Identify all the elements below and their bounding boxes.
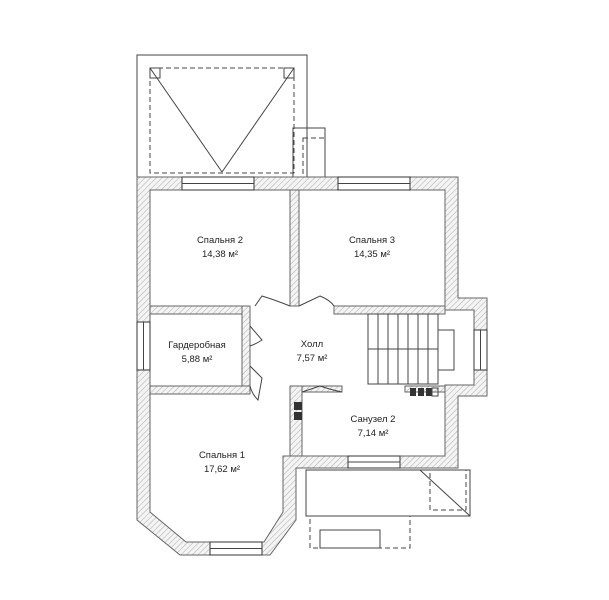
top-canopy bbox=[136, 54, 326, 179]
bedroom3-area: 14,35 м² bbox=[354, 249, 390, 260]
bedroom2-area: 14,38 м² bbox=[202, 249, 238, 260]
terrace bbox=[305, 469, 471, 549]
interior-walls bbox=[149, 189, 446, 457]
room-label-bedroom1: Спальня 1 17,62 м² bbox=[199, 450, 245, 475]
room-label-hall: Холл 7,57 м² bbox=[297, 339, 328, 364]
room-label-bedroom3: Спальня 3 14,35 м² bbox=[349, 235, 395, 260]
wardrobe-name: Гардеробная bbox=[168, 340, 225, 351]
wardrobe-area: 5,88 м² bbox=[182, 354, 213, 365]
windows bbox=[136, 176, 488, 556]
bedroom1-name: Спальня 1 bbox=[199, 450, 245, 461]
bathroom2-name: Санузел 2 bbox=[351, 414, 396, 425]
bedroom1-area: 17,62 м² bbox=[204, 464, 240, 475]
bedroom3-name: Спальня 3 bbox=[349, 235, 395, 246]
room-label-bathroom2: Санузел 2 7,14 м² bbox=[351, 414, 396, 439]
hall-area: 7,57 м² bbox=[297, 353, 328, 364]
room-label-wardrobe: Гардеробная 5,88 м² bbox=[168, 340, 225, 365]
doors bbox=[249, 295, 343, 402]
hall-name: Холл bbox=[301, 339, 323, 350]
outer-walls bbox=[136, 176, 488, 556]
room-label-bedroom2: Спальня 2 14,38 м² bbox=[197, 235, 243, 260]
staircase bbox=[367, 313, 455, 385]
fixtures bbox=[294, 387, 439, 420]
bathroom2-area: 7,14 м² bbox=[358, 428, 389, 439]
bedroom2-name: Спальня 2 bbox=[197, 235, 243, 246]
